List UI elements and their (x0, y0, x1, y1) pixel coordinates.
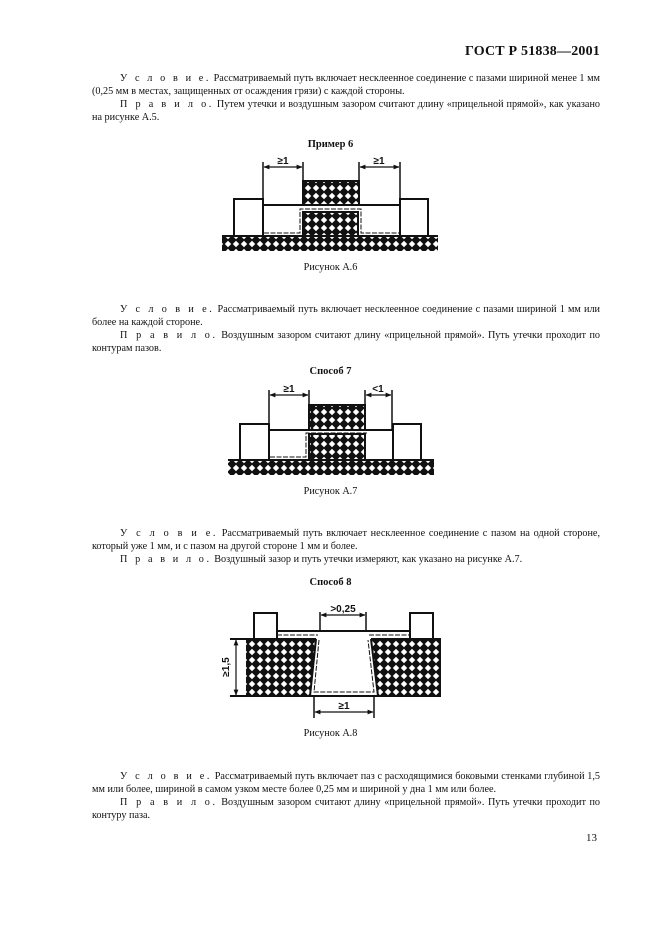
dim-label-a8-depth: ≥1,5 (221, 657, 232, 677)
rule-label: П р а в и л о. (120, 797, 218, 808)
section-2: У с л о в и е. Рассматриваемый путь вклю… (92, 303, 600, 355)
rule-text: Воздушный зазор и путь утечки измеряют, … (211, 554, 523, 565)
dim-label-a7-left: ≥1 (283, 384, 294, 395)
rule-text: Воздушным зазором считают длину «прицель… (92, 797, 600, 821)
dim-label-a6-left: ≥1 (277, 156, 288, 167)
condition-text: Рассматриваемый путь включает паз с расх… (92, 771, 600, 795)
condition-text: Рассматриваемый путь включает несклеенно… (92, 73, 600, 97)
figure-title: Способ 8 (309, 577, 352, 588)
dim-label-a7-right: <1 (372, 384, 384, 395)
dim-label-a6-right: ≥1 (373, 156, 384, 167)
rule-text: Путем утечки и воздушным зазором считают… (92, 99, 601, 123)
rule-label: П р а в и л о. (120, 330, 218, 341)
rule-label: П р а в и л о. (120, 554, 212, 565)
dim-label-a8-bottom: ≥1 (338, 701, 349, 712)
dim-label-a8-top: >0,25 (330, 604, 356, 615)
rule-text: Воздушным зазором считают длину «прицель… (92, 330, 600, 354)
condition-text: Рассматриваемый путь включает несклеенно… (92, 528, 600, 552)
figure-title: Способ 7 (309, 366, 352, 377)
figure-title: Пример 6 (307, 139, 354, 150)
figure-a7 (228, 390, 434, 475)
page-number: 13 (586, 832, 597, 844)
section-3: У с л о в и е. Рассматриваемый путь вклю… (92, 527, 600, 566)
condition-label: У с л о в и е. (120, 304, 215, 315)
section-4: У с л о в и е. Рассматриваемый путь вклю… (92, 770, 600, 822)
condition-label: У с л о в и е. (120, 73, 212, 84)
figure-caption: Рисунок А.7 (303, 486, 358, 497)
figure-caption: Рисунок А.6 (303, 262, 358, 273)
document-header: ГОСТ Р 51838—2001 (464, 44, 600, 59)
figure-a6 (222, 162, 438, 251)
condition-text: Рассматриваемый путь включает несклеенно… (92, 304, 600, 328)
condition-label: У с л о в и е. (120, 771, 213, 782)
section-1: У с л о в и е. Рассматриваемый путь вклю… (92, 72, 600, 124)
figure-a8 (230, 612, 441, 718)
rule-label: П р а в и л о. (120, 99, 214, 110)
figure-caption: Рисунок А.8 (303, 728, 358, 739)
condition-label: У с л о в и е. (120, 528, 218, 539)
